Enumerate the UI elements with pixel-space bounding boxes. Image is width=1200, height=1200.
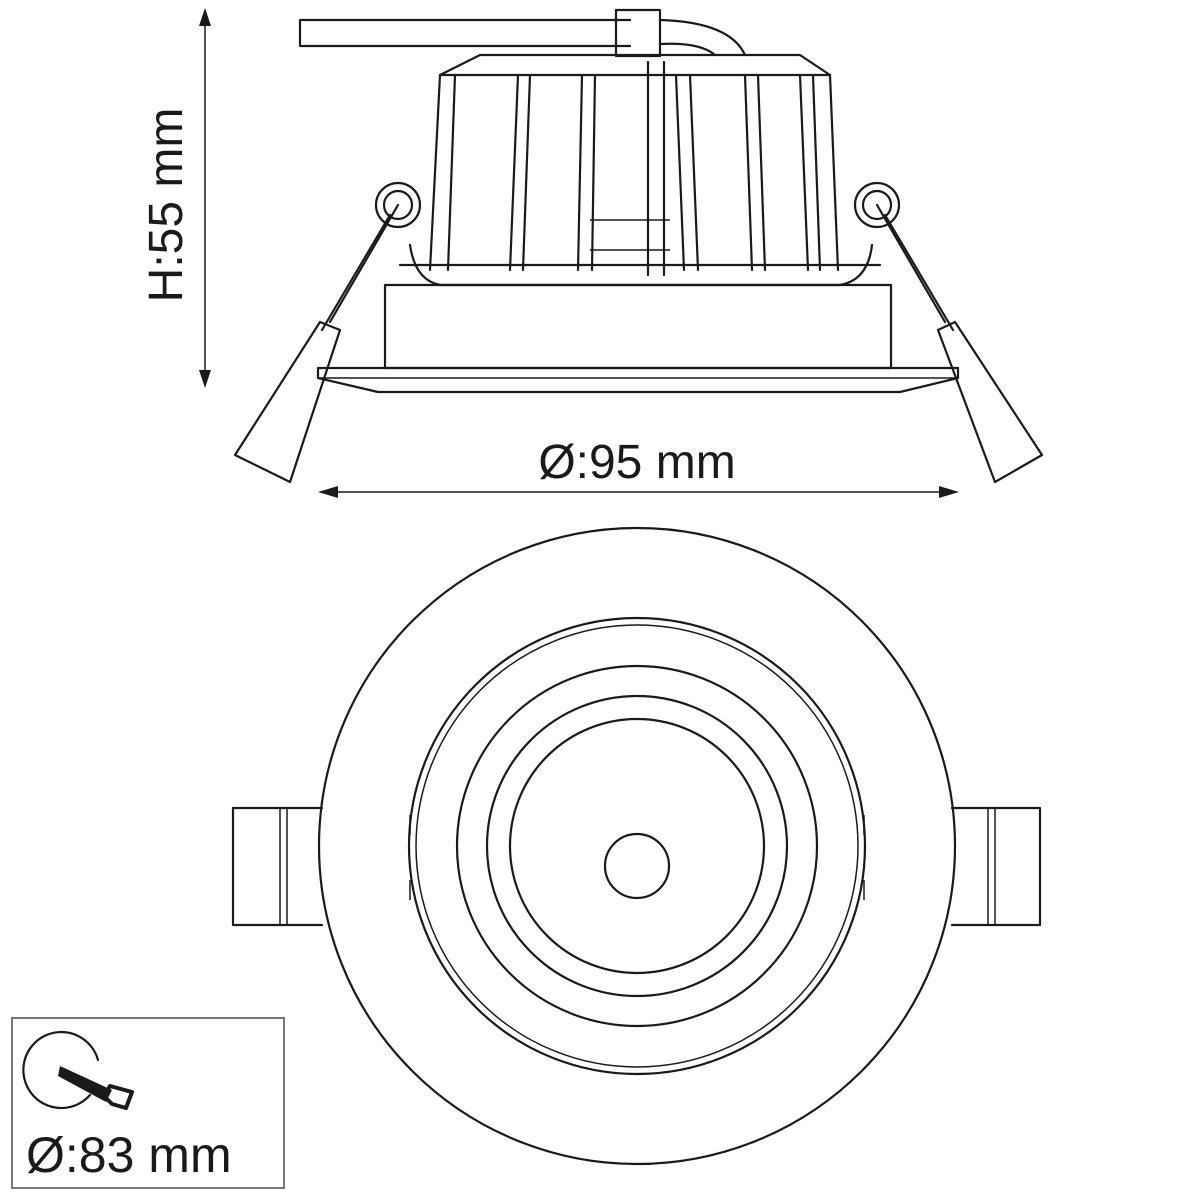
hole-saw-icon: [22, 1030, 134, 1110]
cutout-box: Ø:83 mm: [11, 1017, 285, 1189]
spring-clip-left: [233, 181, 422, 484]
cutout-label: Ø:83 mm: [26, 1127, 232, 1183]
side-tab-right: [950, 806, 1042, 927]
height-dimension: H:55 mm: [140, 8, 211, 388]
heatsink-fins: [428, 60, 840, 277]
diameter-label: Ø:95 mm: [538, 436, 735, 489]
diameter-dimension: Ø:95 mm: [318, 436, 959, 498]
led-lens: [603, 832, 671, 900]
side-tab-left: [231, 806, 324, 927]
side-view: [233, 8, 1044, 484]
height-label: H:55 mm: [140, 108, 193, 303]
spring-clip-right: [853, 181, 1044, 484]
front-view: [231, 526, 1042, 1166]
